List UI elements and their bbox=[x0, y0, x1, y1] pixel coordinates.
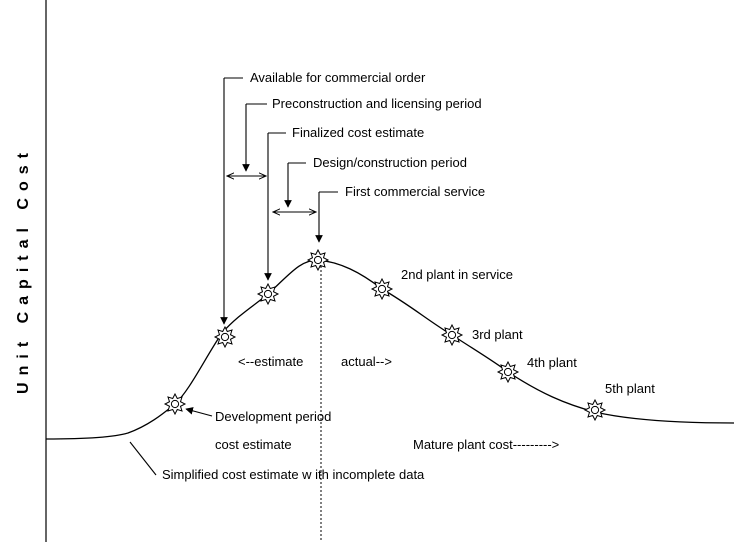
label-estimate: <--estimate bbox=[238, 354, 303, 369]
commercial-order-star-icon bbox=[214, 326, 236, 348]
second-plant-star-icon bbox=[371, 278, 393, 300]
label-first-commercial-service: First commercial service bbox=[345, 184, 485, 199]
simplified-estimate-leader bbox=[129, 441, 157, 476]
label-second-plant: 2nd plant in service bbox=[401, 267, 513, 282]
label-simplified-estimate: Simplified cost estimate w ith incomplet… bbox=[162, 467, 425, 482]
finalized-estimate-star-icon bbox=[257, 283, 279, 305]
cost-curve bbox=[45, 259, 734, 440]
label-available-for-commercial-order: Available for commercial order bbox=[250, 70, 426, 85]
label-development-period: Development period bbox=[215, 409, 331, 424]
label-design-construction: Design/construction period bbox=[313, 155, 467, 170]
label-third-plant: 3rd plant bbox=[472, 327, 523, 342]
label-fourth-plant: 4th plant bbox=[527, 355, 577, 370]
label-mature-plant-cost: Mature plant cost---------> bbox=[413, 437, 559, 452]
label-preconstruction-licensing: Preconstruction and licensing period bbox=[272, 96, 482, 111]
first-service-star-icon bbox=[307, 249, 329, 271]
third-plant-star-icon bbox=[441, 324, 463, 346]
label-actual: actual--> bbox=[341, 354, 392, 369]
development-star-icon bbox=[164, 393, 186, 415]
label-fifth-plant: 5th plant bbox=[605, 381, 655, 396]
fifth-plant-star-icon bbox=[584, 399, 606, 421]
label-finalized-cost-estimate: Finalized cost estimate bbox=[292, 125, 424, 140]
fourth-plant-star-icon bbox=[497, 361, 519, 383]
y-axis-label: Unit Capital Cost bbox=[15, 146, 32, 394]
development-arrow bbox=[185, 407, 213, 417]
label-cost-estimate: cost estimate bbox=[215, 437, 292, 452]
